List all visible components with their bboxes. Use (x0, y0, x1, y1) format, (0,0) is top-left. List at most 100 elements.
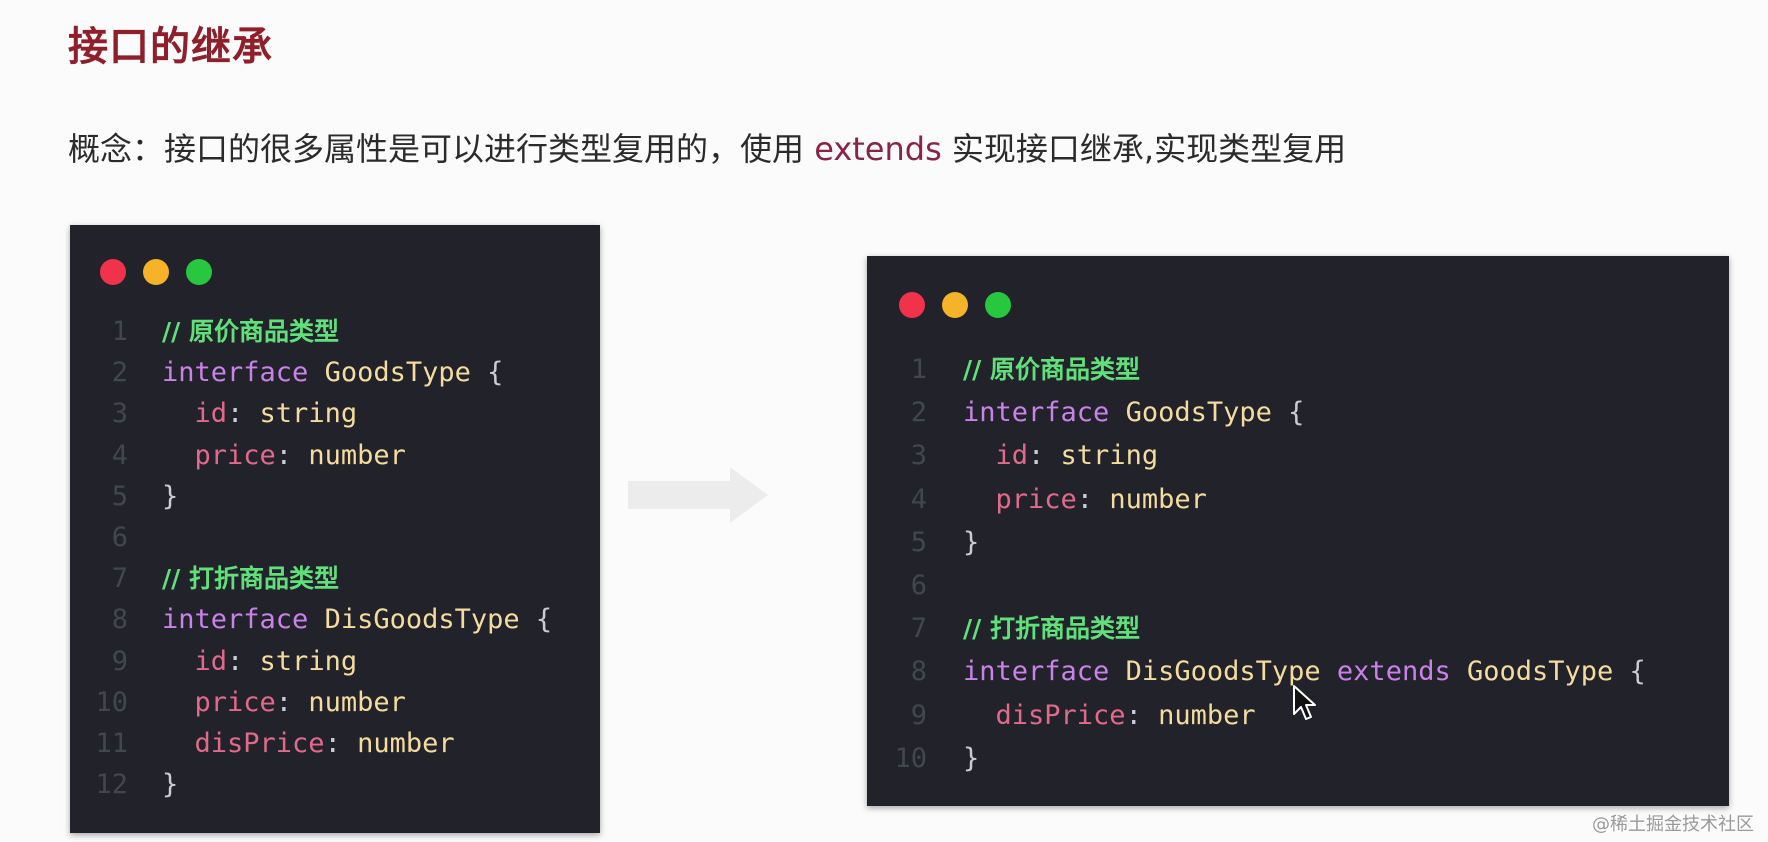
code-line: 11 disPrice: number (88, 723, 552, 764)
code-token: number (308, 686, 406, 718)
line-number: 8 (111, 604, 128, 636)
minimize-dot (942, 292, 968, 318)
code-line: 7// 打折商品类型 (887, 607, 1646, 650)
code-token: GoodsType (1466, 656, 1614, 688)
watermark: @稀土掘金技术社区 (1592, 814, 1754, 835)
code-token: GoodsType (1125, 397, 1272, 429)
code-token: : (1076, 483, 1110, 515)
code-token: : (227, 645, 260, 677)
code-token: id (963, 440, 1029, 472)
code-token: } (963, 526, 980, 558)
code-token: : (1028, 440, 1061, 472)
concept-prefix: 概念：接口的很多属性是可以进行类型复用的，使用 (68, 130, 805, 168)
code-token: extends (1336, 656, 1451, 688)
code-token: { (519, 604, 553, 636)
code-block: 1 // 原价商品类型 2 interface GoodsType {3 id: st… (887, 348, 1646, 780)
line-number: 10 (894, 742, 927, 774)
line-number: 8 (910, 656, 927, 688)
code-line: 5} (887, 521, 1646, 564)
concept-keyword: extends (814, 130, 942, 168)
code-token: disPrice (963, 699, 1126, 731)
concept-suffix: 实现接口继承,实现类型复用 (951, 130, 1347, 168)
code-line: 12} (88, 764, 552, 805)
code-token: // 打折商品类型 (162, 564, 339, 594)
code-token (1109, 391, 1125, 434)
line-number: 7 (910, 613, 927, 645)
code-token (308, 352, 324, 393)
code-line: 8 interface DisGoodsType extends GoodsTyp… (887, 650, 1646, 693)
code-line: 5} (88, 476, 552, 517)
code-token: number (1158, 699, 1256, 731)
code-token: { (1271, 397, 1305, 429)
line-number: 6 (111, 521, 128, 553)
line-number: 11 (95, 727, 128, 759)
code-line: 4 price: number (88, 435, 552, 476)
code-token: price (162, 686, 276, 718)
code-token: : (275, 439, 309, 471)
code-token: id (162, 645, 228, 677)
code-token: { (470, 357, 504, 389)
line-number: 6 (910, 569, 927, 601)
line-number: 1 (910, 354, 927, 385)
code-token: number (308, 439, 406, 471)
code-token: disPrice (162, 727, 325, 759)
code-token (1109, 650, 1125, 693)
page-title: 接口的继承 (68, 24, 273, 70)
line-number: 9 (910, 699, 927, 731)
line-number: 7 (111, 563, 128, 595)
line-number: 5 (111, 480, 128, 512)
minimize-dot (143, 259, 169, 285)
code-token: string (259, 398, 358, 430)
maximize-dot (985, 292, 1011, 318)
line-number: 2 (111, 357, 128, 389)
code-token: number (357, 727, 455, 759)
code-token: : (227, 398, 260, 430)
code-token: // 原价商品类型 (963, 355, 1140, 384)
line-number: 4 (111, 439, 128, 471)
code-token: DisGoodsType (1125, 656, 1321, 688)
line-number: 3 (910, 440, 927, 472)
code-token: } (162, 480, 179, 512)
close-dot (899, 292, 925, 318)
code-token (1321, 650, 1337, 693)
code-line: 2 interface GoodsType { (887, 391, 1646, 434)
line-number: 5 (910, 526, 927, 558)
code-line: 10 price: number (88, 682, 552, 723)
right-arrow-icon (628, 467, 768, 523)
line-number: 12 (95, 769, 128, 801)
close-dot (100, 259, 126, 285)
code-line: 3 id: string (88, 393, 552, 434)
code-line: 4 price: number (887, 478, 1646, 521)
code-line: 7 // 打折商品类型 (88, 558, 552, 599)
code-line: 3 id: string (887, 434, 1646, 477)
line-number: 9 (111, 645, 128, 677)
line-number: 2 (910, 397, 927, 429)
code-token: // 原价商品类型 (162, 317, 339, 346)
code-token (308, 599, 324, 640)
code-token (1451, 650, 1467, 693)
code-token: interface (162, 357, 309, 389)
line-number: 3 (111, 398, 128, 430)
code-line: 1// 原价商品类型 (88, 311, 552, 352)
code-token: price (162, 439, 276, 471)
code-token: interface (162, 604, 309, 636)
code-token: string (1060, 440, 1159, 472)
code-token: interface (963, 656, 1110, 688)
concept-text: 概念：接口的很多属性是可以进行类型复用的，使用 extends 实现接口继承,实… (68, 124, 1346, 170)
code-token: } (963, 742, 980, 774)
code-token: interface (963, 397, 1110, 429)
code-line: 9 disPrice: number (887, 694, 1646, 737)
window-controls (100, 259, 212, 285)
code-line: 1 // 原价商品类型 (887, 348, 1646, 391)
code-line: 6 (88, 517, 552, 558)
mouse-pointer-icon (1293, 685, 1316, 720)
window-controls (899, 292, 1011, 318)
code-token: { (1613, 656, 1646, 688)
line-number: 4 (910, 483, 927, 515)
code-token: id (162, 398, 228, 430)
code-token: : (324, 727, 358, 759)
